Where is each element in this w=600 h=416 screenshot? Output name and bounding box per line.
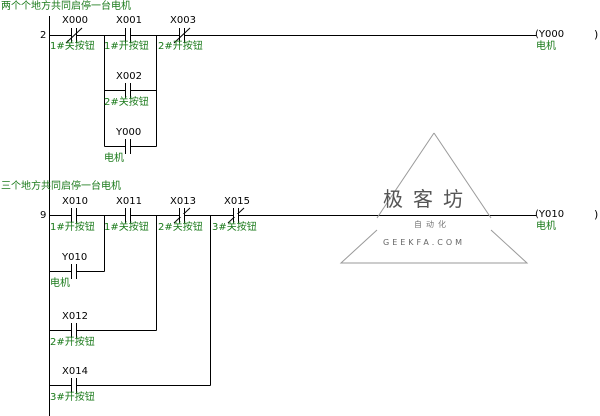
- coil-label: 电机: [536, 41, 556, 52]
- contact-label: 1#关按钮: [104, 222, 149, 233]
- contact-label: 1#开按钮: [104, 41, 149, 52]
- contact-label: 2#关按钮: [104, 97, 149, 108]
- watermark-title: 极客坊: [383, 187, 473, 211]
- contact-address: X012: [62, 311, 88, 322]
- coil-address: Y010: [538, 209, 565, 220]
- contact-label: 3#关按钮: [212, 222, 257, 233]
- contact-address: X003: [170, 15, 196, 26]
- contact-address: X002: [116, 71, 142, 82]
- contact-label: 2#开按钮: [50, 337, 95, 348]
- contact-label: 2#关按钮: [158, 222, 203, 233]
- coil-label: 电机: [536, 221, 556, 232]
- contact-address: X001: [116, 15, 142, 26]
- step-number: 9: [40, 210, 47, 221]
- contact-address: X010: [62, 196, 88, 207]
- contact-label: 电机: [50, 278, 70, 289]
- watermark-subtitle: 自动化: [414, 220, 450, 229]
- contact-address: X000: [62, 15, 88, 26]
- contact-label: 1#关按钮: [50, 41, 95, 52]
- output-coil: (Y000: [535, 29, 565, 40]
- coil-close-paren: ): [594, 28, 599, 41]
- coil-close-paren: ): [594, 208, 599, 221]
- rung-comment: 两个个地方共同启停一台电机: [1, 1, 131, 12]
- contact-address: Y010: [62, 252, 88, 263]
- contact-address: X014: [62, 366, 88, 377]
- contact-label: 电机: [104, 153, 124, 164]
- coil-address: Y000: [538, 29, 565, 40]
- contact-label: 3#开按钮: [50, 392, 95, 403]
- contact-address: X013: [170, 196, 196, 207]
- output-coil: (Y010: [535, 209, 565, 220]
- contact-address: X015: [224, 196, 250, 207]
- step-number: 2: [40, 30, 47, 41]
- watermark-url: GEEKFA.COM: [383, 238, 466, 247]
- contact-label: 2#开按钮: [158, 41, 203, 52]
- rung-comment: 三个地方共同启停一台电机: [1, 181, 121, 192]
- contact-address: Y000: [116, 127, 142, 138]
- watermark-triangle: [339, 132, 529, 264]
- contact-address: X011: [116, 196, 142, 207]
- contact-label: 1#开按钮: [50, 222, 95, 233]
